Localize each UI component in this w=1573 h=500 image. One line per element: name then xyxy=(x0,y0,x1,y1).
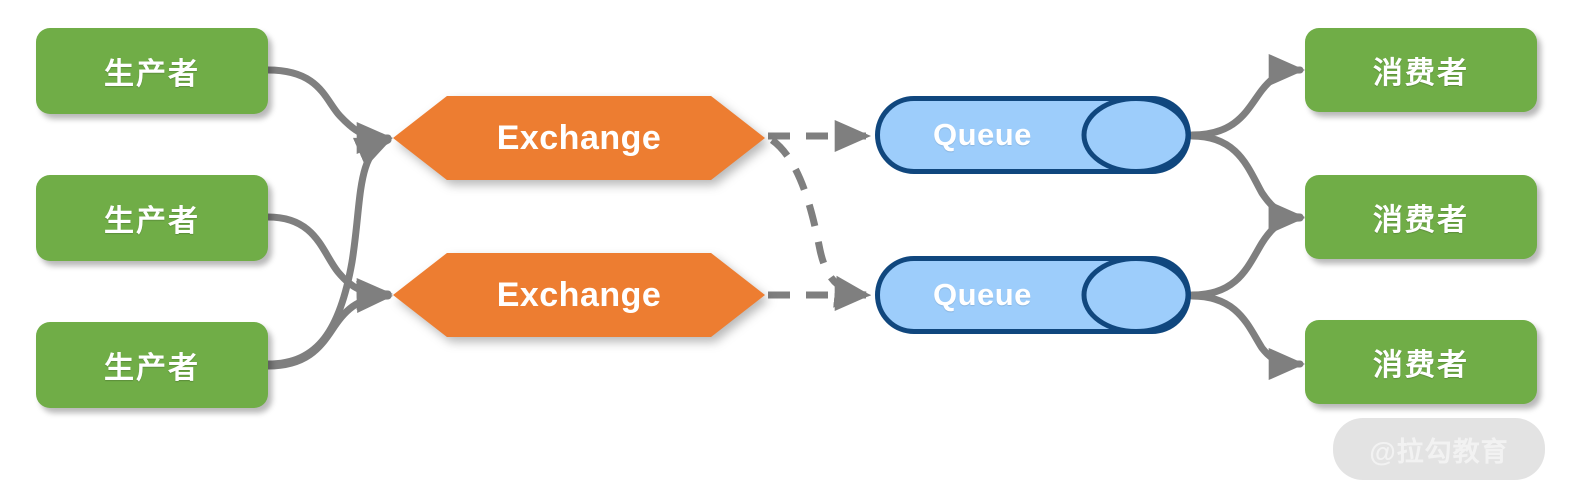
producer-label-1: 生产者 xyxy=(104,58,200,91)
exchange-hexagon-shape-1 xyxy=(393,96,765,180)
edge-queue2-consumer3 xyxy=(1188,292,1306,381)
consumer-node-1[interactable]: 消费者 xyxy=(1305,28,1537,112)
queue-node-2[interactable]: Queue xyxy=(875,256,1191,334)
exchange-hexagon-shape-2 xyxy=(393,253,765,337)
consumer-label-3: 消费者 xyxy=(1373,349,1469,382)
edge-queue1-consumer1 xyxy=(1188,53,1306,139)
edge-producer3-exchange2 xyxy=(264,280,394,370)
consumer-node-2[interactable]: 消费者 xyxy=(1305,175,1537,259)
watermark-badge: @拉勾教育 xyxy=(1333,418,1545,480)
consumer-label-2: 消费者 xyxy=(1373,204,1469,237)
consumer-node-3[interactable]: 消费者 xyxy=(1305,320,1537,404)
edge-exchange1-queue2 xyxy=(769,137,872,308)
watermark-label: @拉勾教育 xyxy=(1369,436,1509,467)
producer-node-1[interactable]: 生产者 xyxy=(36,28,268,114)
queue-label-2: Queue xyxy=(932,277,1032,312)
producer-label-2: 生产者 xyxy=(104,205,200,238)
queue-label-1: Queue xyxy=(932,117,1032,152)
edge-producer1-exchange1 xyxy=(264,66,394,155)
edge-producer2-exchange2 xyxy=(264,213,394,311)
producer-node-3[interactable]: 生产者 xyxy=(36,322,268,408)
queue-node-1[interactable]: Queue xyxy=(875,96,1191,174)
edge-queue1-consumer2 xyxy=(1188,132,1306,234)
queue-cylinder-shape-2 xyxy=(875,256,1191,334)
exchange-node-1[interactable]: Exchange xyxy=(393,96,765,180)
edge-producer3-exchange1 xyxy=(264,136,393,368)
producer-node-2[interactable]: 生产者 xyxy=(36,175,268,261)
queue-cylinder-shape-1 xyxy=(875,96,1191,174)
exchange-label-2: Exchange xyxy=(496,275,662,314)
exchange-node-2[interactable]: Exchange xyxy=(393,253,765,337)
edge-queue2-consumer2 xyxy=(1188,201,1306,299)
consumer-label-1: 消费者 xyxy=(1373,57,1469,90)
exchange-label-1: Exchange xyxy=(496,118,662,157)
producer-label-3: 生产者 xyxy=(104,352,200,385)
